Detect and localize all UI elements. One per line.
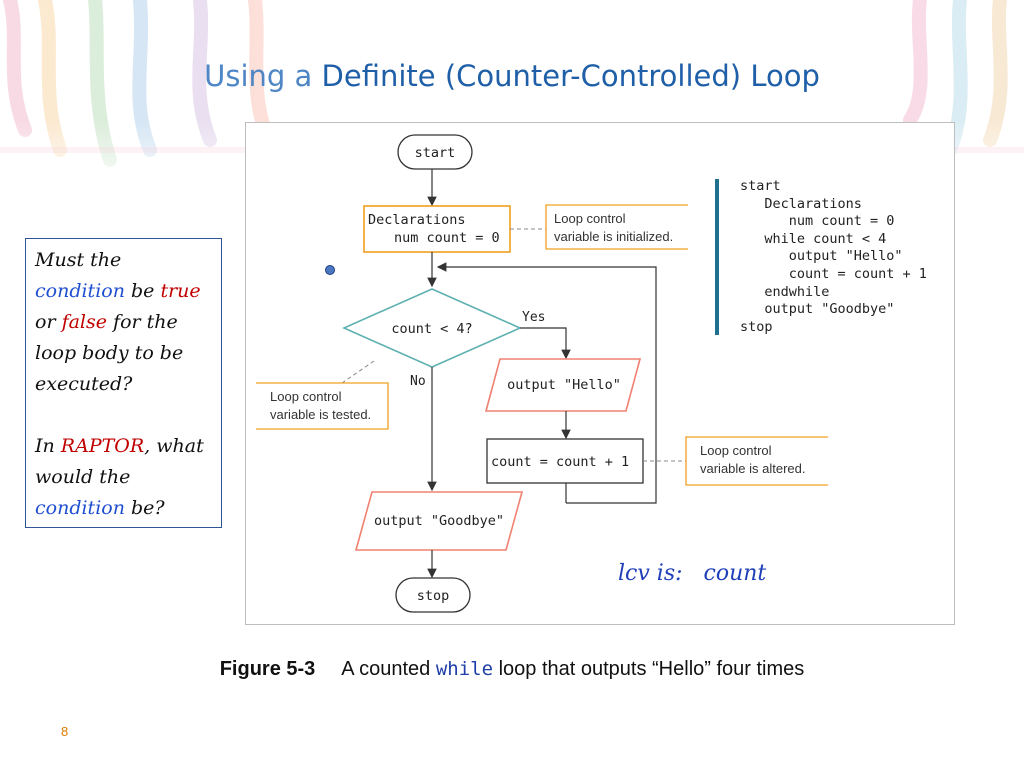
start-label: start — [415, 145, 456, 161]
title-part1: Using a — [204, 59, 313, 93]
code-line: output "Goodbye" — [740, 301, 895, 318]
page-number: 8 — [61, 724, 69, 739]
figure-caption: Figure 5-3 A counted while loop that outp… — [0, 658, 1024, 681]
note-init-line2: variable is initialized. — [554, 229, 673, 244]
caption-text-before: A counted — [341, 658, 436, 680]
title-part2: Definite (Counter-Controlled) Loop — [321, 59, 820, 93]
caption-keyword: while — [435, 658, 494, 680]
question-box: Must the condition be true or false for … — [25, 238, 222, 528]
code-line: while count < 4 — [740, 230, 887, 247]
q-false: false — [61, 311, 107, 333]
code-line: num count = 0 — [740, 213, 895, 230]
figure-label: Figure 5-3 — [219, 658, 316, 680]
pseudocode-block: start Declarations num count = 0 while c… — [740, 178, 927, 336]
q-raptor: RAPTOR — [60, 435, 145, 457]
caption-text-after: loop that outputs “Hello” four times — [493, 658, 805, 680]
start-terminator — [397, 134, 473, 170]
increment-label: count = count + 1 — [491, 454, 629, 470]
q-true: true — [160, 280, 201, 302]
stop-label: stop — [417, 588, 450, 604]
question-paragraph-2: In RAPTOR, what would the condition be? — [35, 431, 212, 524]
declarations-line1: Declarations — [368, 212, 466, 228]
no-label: No — [410, 374, 426, 389]
code-line: endwhile — [740, 283, 830, 300]
note-init-line1: Loop control — [554, 211, 626, 226]
flowchart-svg: start Declarations num count = 0 Loop co… — [256, 134, 828, 613]
q-text: , what would the — [35, 435, 204, 488]
output-hello-parallelogram — [484, 358, 642, 412]
q-text: be? — [124, 497, 165, 519]
note-alter-line1: Loop control — [700, 443, 772, 458]
code-line: stop — [740, 318, 773, 335]
q-text: for the loop body to be executed? — [35, 311, 184, 395]
code-line: start — [740, 178, 781, 194]
q-condition: condition — [35, 497, 125, 519]
declarations-box — [363, 205, 511, 253]
code-line: output "Hello" — [740, 248, 903, 265]
bullet-dot — [325, 265, 335, 275]
lcv-annotation: lcv is: count — [618, 561, 767, 586]
note-test-line1: Loop control — [270, 389, 342, 404]
code-line: Declarations — [740, 195, 862, 212]
q-text: be — [124, 280, 161, 302]
note-alter-line2: variable is altered. — [700, 461, 806, 476]
condition-label: count < 4? — [391, 321, 472, 337]
q-text: Must the — [35, 249, 122, 271]
code-line: count = count + 1 — [740, 265, 927, 282]
note-test-line2: variable is tested. — [270, 407, 371, 422]
code-sidebar-bar — [715, 179, 719, 335]
q-text: or — [35, 311, 62, 333]
output-goodbye-parallelogram — [354, 491, 524, 551]
slide-title: Using a Definite (Counter-Controlled) Lo… — [0, 56, 1024, 96]
yes-label: Yes — [522, 310, 545, 325]
q-condition: condition — [35, 280, 125, 302]
q-text: In — [35, 435, 61, 457]
flowchart-figure: start Declarations num count = 0 Loop co… — [245, 122, 955, 625]
output-goodbye-label: output "Goodbye" — [374, 513, 504, 529]
output-hello-label: output "Hello" — [507, 377, 621, 393]
question-paragraph-1: Must the condition be true or false for … — [35, 245, 212, 400]
stop-terminator — [395, 577, 471, 613]
declarations-line2: num count = 0 — [394, 230, 500, 246]
